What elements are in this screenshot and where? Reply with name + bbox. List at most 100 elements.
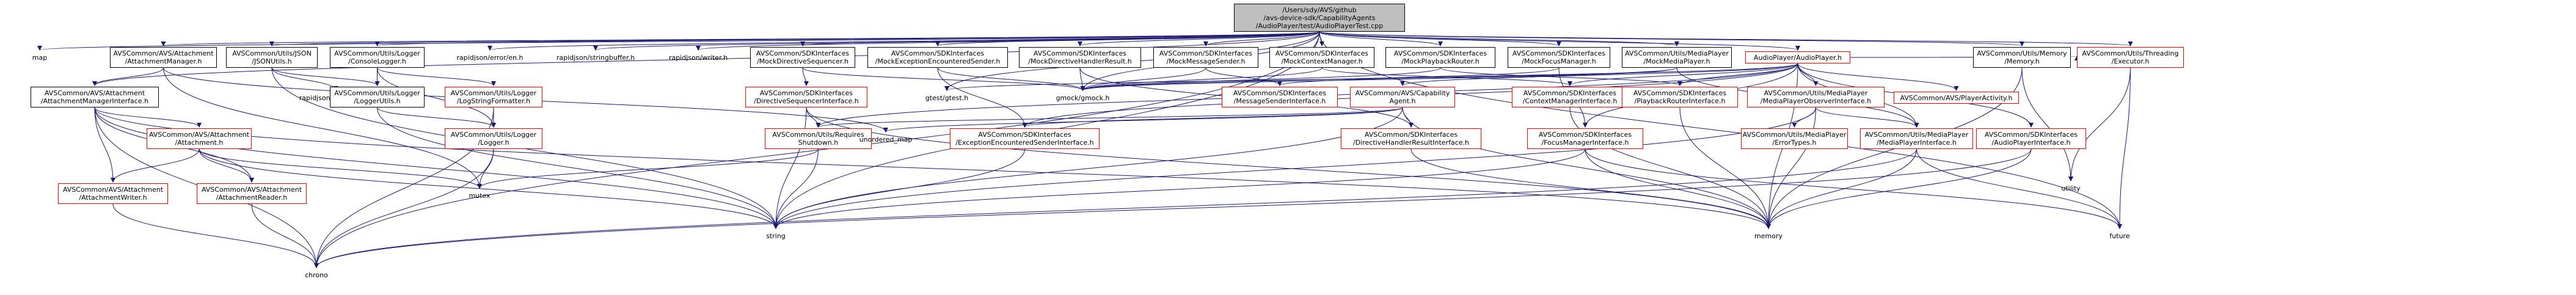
node-errortypes[interactable]: AVSCommon/Utils/MediaPlayer/ErrorTypes.h (1741, 128, 1848, 149)
edge-audioplayer-to-ctxmgrif (1567, 63, 1798, 86)
node-audioplayerif[interactable]: AVSCommon/SDKInterfaces/AudioPlayerInter… (1976, 128, 2086, 149)
node-label-line: /DirectiveSequencerInterface.h (754, 97, 859, 105)
node-mockctxmgr[interactable]: AVSCommon/SDKInterfaces/MockContextManag… (1269, 47, 1374, 68)
node-mockdirseq[interactable]: AVSCommon/SDKInterfaces/MockDirectiveSeq… (750, 47, 855, 68)
node-label-line: AVSCommon/Utils/Memory (1977, 49, 2067, 57)
node-label-line: AVSCommon/SDKInterfaces (978, 131, 1071, 139)
node-label-line: /MockPlaybackRouter.h (1401, 57, 1480, 65)
edge-audioplayer-to-capagent (1400, 63, 1798, 86)
node-mutex: mutex (461, 189, 498, 202)
edge-root-to-mockdirhandler (1078, 31, 1320, 46)
edge-reqshutdown-to-mutex (477, 148, 819, 189)
node-attwriter[interactable]: AVSCommon/AVS/Attachment/AttachmentWrite… (58, 183, 168, 204)
node-mockdirhandler[interactable]: AVSCommon/SDKInterfaces/MockDirectiveHan… (1019, 47, 1141, 68)
edge-mediaplayerif-to-memory (1766, 148, 1917, 229)
node-excsenderif[interactable]: AVSCommon/SDKInterfaces/ExceptionEncount… (950, 128, 1100, 149)
node-label-line: /FocusManagerInterface.h (1541, 139, 1629, 147)
edge-mpobserverif-to-string (773, 107, 1816, 229)
node-logstrfmt[interactable]: AVSCommon/Utils/Logger/LogStringFormatte… (445, 87, 542, 107)
node-label-line: AVSCommon/Utils/MediaPlayer (1764, 89, 1868, 97)
edge-dirhandlerif-to-memory (1410, 148, 1771, 229)
edge-attmgr-to-mutex (163, 67, 482, 189)
node-label-line: AVSCommon/Utils/Requires (772, 131, 864, 139)
node-string: string (757, 230, 794, 242)
node-memoryh[interactable]: AVSCommon/Utils/Memory/Memory.h (1973, 47, 2071, 68)
node-jsonutils[interactable]: AVSCommon/Utils/JSON/JSONUtils.h (226, 47, 318, 68)
node-label-line: /ContextManagerInterface.h (1522, 97, 1618, 105)
node-ctxmgrif[interactable]: AVSCommon/SDKInterfaces/ContextManagerIn… (1512, 87, 1628, 107)
node-label-line: rapidjson/error/en.h (456, 53, 524, 62)
node-label-line: AVSCommon/SDKInterfaces (1512, 49, 1606, 57)
node-attachment[interactable]: AVSCommon/AVS/Attachment/Attachment.h (147, 128, 252, 149)
edge-mpobserverif-to-memory (1766, 107, 1816, 229)
node-dirhandlerif[interactable]: AVSCommon/SDKInterfaces/DirectiveHandler… (1341, 128, 1481, 149)
node-label-line: AVSCommon/Utils/Logger (450, 131, 537, 139)
node-label-line: map (32, 53, 48, 62)
edge-focusmgrif-to-future (1585, 148, 2122, 229)
node-playeractivity[interactable]: AVSCommon/AVS/PlayerActivity.h (1894, 92, 2019, 104)
node-label-line: AVSCommon/Utils/Logger (450, 89, 537, 97)
edge-consolelogger-to-logger (377, 67, 496, 128)
node-attreader[interactable]: AVSCommon/AVS/Attachment/AttachmentReade… (197, 183, 307, 204)
edge-capagent-to-reqshutdown (815, 107, 1403, 128)
node-msgsenderif[interactable]: AVSCommon/SDKInterfaces/MessageSenderInt… (1222, 87, 1338, 107)
node-mockfocus[interactable]: AVSCommon/SDKInterfaces/MockFocusManager… (1508, 47, 1610, 68)
node-label-line: rapidjson/stringbuffer.h (556, 53, 635, 62)
edge-dirseqif-to-string (773, 107, 807, 229)
node-chrono: chrono (298, 269, 335, 281)
edge-mpobserverif-to-errortypes (1792, 107, 1816, 128)
node-mpobserverif[interactable]: AVSCommon/Utils/MediaPlayer/MediaPlayerO… (1747, 87, 1885, 107)
node-dirseqif[interactable]: AVSCommon/SDKInterfaces/DirectiveSequenc… (745, 87, 867, 107)
node-label-line: /MediaPlayerObserverInterface.h (1760, 97, 1872, 105)
edge-root-to-mockmsgsender (1203, 31, 1320, 46)
node-label-line: gtest/gtest.h (925, 93, 969, 102)
node-attmgr[interactable]: AVSCommon/AVS/Attachment/AttachmentManag… (110, 47, 217, 68)
edge-root-to-audioplayer (1319, 31, 1800, 51)
node-future: future (2101, 230, 2138, 242)
node-label-line: AVSCommon/Utils/MediaPlayer (1742, 131, 1847, 139)
node-mediaplayerif[interactable]: AVSCommon/Utils/MediaPlayer/MediaPlayerI… (1860, 128, 1973, 149)
edge-mockdirseq-to-dirseqif (802, 67, 809, 86)
edge-attreader-to-chrono (251, 203, 319, 268)
node-label-line: /AttachmentWriter.h (79, 194, 147, 202)
edge-consolelogger-to-logstrfmt (377, 67, 496, 86)
node-attmgrif[interactable]: AVSCommon/AVS/Attachment/AttachmentManag… (31, 87, 159, 107)
node-consolelogger[interactable]: AVSCommon/Utils/Logger/ConsoleLogger.h (330, 47, 425, 68)
node-label-line: string (766, 231, 786, 240)
node-label-line: /MockFocusManager.h (1522, 57, 1596, 65)
node-mockmsgsender[interactable]: AVSCommon/SDKInterfaces/MockMessageSende… (1153, 47, 1258, 68)
node-executor[interactable]: AVSCommon/Utils/Threading/Executor.h (2077, 47, 2184, 68)
node-mockexcsender[interactable]: AVSCommon/SDKInterfaces/MockExceptionEnc… (867, 47, 1008, 68)
edge-mockmsgsender-to-gmock (1080, 67, 1206, 91)
edge-audioplayer-to-msgsenderif (1277, 63, 1798, 86)
node-label-line: /Attachment.h (175, 139, 224, 147)
node-rjwriter: rapidjson/writer.h (659, 51, 738, 64)
edge-root-to-attmgrif (92, 31, 1320, 86)
node-playbackrouterif[interactable]: AVSCommon/SDKInterfaces/PlaybackRouterIn… (1622, 87, 1738, 107)
node-gtest: gtest/gtest.h (919, 92, 974, 104)
node-label-line: AVSCommon/Utils/JSON (232, 49, 312, 57)
node-mockplayback[interactable]: AVSCommon/SDKInterfaces/MockPlaybackRout… (1385, 47, 1495, 68)
node-label-line: AVSCommon/SDKInterfaces (759, 89, 853, 97)
node-label-line: /MockContextManager.h (1281, 57, 1363, 65)
node-label-line: /DirectiveHandlerResultInterface.h (1353, 139, 1469, 147)
edge-loggerutils-to-string (377, 107, 778, 229)
node-focusmgrif[interactable]: AVSCommon/SDKInterfaces/FocusManagerInte… (1527, 128, 1643, 149)
node-loggerutils[interactable]: AVSCommon/Utils/Logger/LoggerUtils.h (330, 87, 425, 107)
edge-root-to-mockexcsender (935, 31, 1320, 46)
node-label-line: /AttachmentManagerInterface.h (40, 97, 149, 105)
node-label-line: /JSONUtils.h (252, 57, 292, 65)
node-label-line: AVSCommon/SDKInterfaces (1364, 131, 1458, 139)
edge-attachment-to-attwriter (111, 148, 200, 183)
node-audioplayer[interactable]: AudioPlayer/AudioPlayer.h (1745, 51, 1850, 64)
node-label-line: /Executor.h (2111, 57, 2150, 65)
node-logger[interactable]: AVSCommon/Utils/Logger/Logger.h (445, 128, 542, 149)
edge-jsonutils-to-rjdoc (271, 67, 338, 91)
node-label-line: AVSCommon/AVS/Attachment (201, 186, 302, 194)
edge-loggerutils-to-logger (377, 107, 496, 128)
node-root[interactable]: /Users/sdy/AVS/github/avs-device-sdk/Cap… (1234, 4, 1405, 32)
edge-focusmgrif-to-string (773, 148, 1586, 229)
node-mockmediaplayer[interactable]: AVSCommon/Utils/MediaPlayer/MockMediaPla… (1622, 47, 1732, 68)
